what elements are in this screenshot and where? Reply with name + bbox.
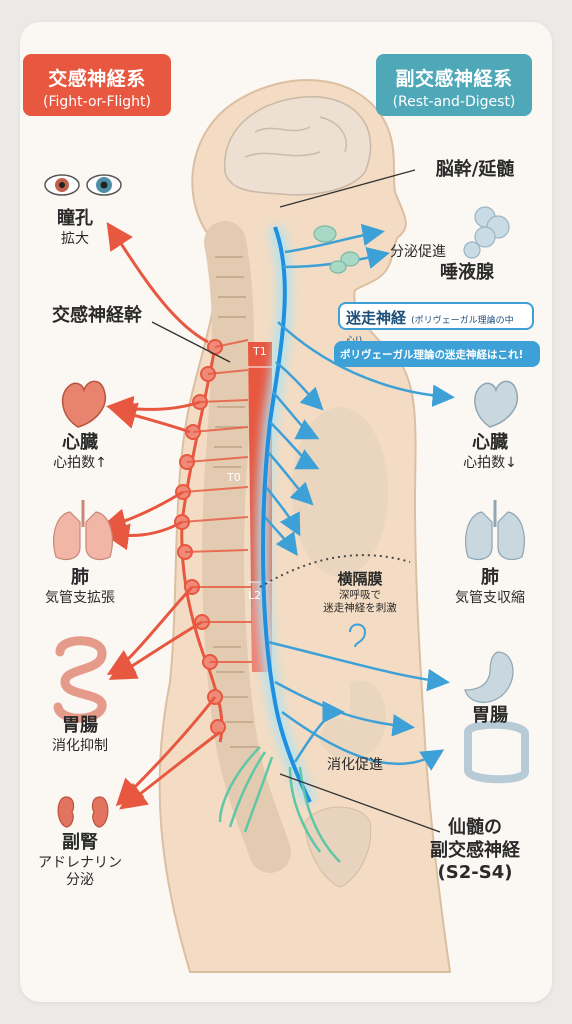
segment-t1: T1 <box>253 345 267 358</box>
stomach-icon-right <box>464 651 514 703</box>
sympathetic-title: 交感神経系 <box>48 68 146 90</box>
sympathetic-arrows <box>99 222 221 810</box>
salivary-glands-head <box>313 225 360 274</box>
parasympathetic-header: 副交感神経系 (Rest-and-Digest) <box>376 54 532 116</box>
parasympathetic-title: 副交感神経系 <box>395 68 513 90</box>
breathing-icon <box>349 623 367 648</box>
brainstem-label: 脳幹/延髄 <box>435 159 515 180</box>
left-organ-adrenal: 副腎アドレナリン 分泌 <box>38 832 122 888</box>
brain <box>224 96 372 196</box>
diaphragm-line <box>259 554 411 588</box>
eye-icon <box>44 174 122 196</box>
pelvis-shadow <box>304 806 372 888</box>
left-organ-gut: 胃腸消化抑制 <box>52 715 108 754</box>
left-organ-lungs: 肺気管支拡張 <box>45 567 115 606</box>
lungs-icon-left <box>53 500 113 561</box>
segment-l2: L2 <box>248 589 262 602</box>
lung-shadow <box>292 407 388 577</box>
intestine-icon-right <box>464 720 529 784</box>
intestine-icon-left <box>53 636 107 723</box>
sacral-label: 仙髄の 副交感神経 (S2-S4) <box>430 817 520 883</box>
right-gut-effect: 消化促進 <box>327 757 383 773</box>
kidney-icon-left <box>57 796 109 828</box>
anatomy-illustration <box>44 79 529 973</box>
heart-icon-left <box>61 380 107 428</box>
lungs-icon-right <box>465 500 525 561</box>
sacral-branches <box>218 746 341 863</box>
right-organ-heart: 心臓心拍数↓ <box>463 432 517 471</box>
diagram-card: 交感神経系 (Fight-or-Flight) 副交感神経系 (Rest-and… <box>20 22 552 1002</box>
left-organ-pupil: 瞳孔拡大 <box>57 208 93 247</box>
salivary-gland-icon <box>463 206 510 259</box>
vertebrae <box>213 256 258 748</box>
diaphragm-label: 横隔膜 深呼吸で 迷走神経を刺激 <box>323 570 397 614</box>
heart-icon-right <box>474 380 519 428</box>
vagus-title: 迷走神経 <box>346 309 407 327</box>
stomach-shadow <box>320 680 386 759</box>
right-organ-gut: 胃腸 <box>472 705 508 726</box>
vagus-banner: ポリヴェーガル理論の迷走神経はこれ! <box>334 341 540 367</box>
sympathetic-header: 交感神経系 (Fight-or-Flight) <box>23 54 171 116</box>
segment-t6: T0 <box>227 471 241 484</box>
left-organ-heart: 心臓心拍数↑ <box>53 432 107 471</box>
sympathetic-trunk-label: 交感神経幹 <box>52 305 142 326</box>
parasympathetic-subtitle: (Rest-and-Digest) <box>392 94 516 110</box>
right-organ-salivary: 分泌促進唾液腺 <box>390 244 494 283</box>
vagus-branches <box>264 223 455 771</box>
sympathetic-subtitle: (Fight-or-Flight) <box>43 94 151 110</box>
vagus-callout: 迷走神経 (ポリヴェーガル理論の中心!) <box>338 302 534 346</box>
vagus-nerve <box>261 226 312 803</box>
right-organ-lungs: 肺気管支収縮 <box>455 567 525 606</box>
